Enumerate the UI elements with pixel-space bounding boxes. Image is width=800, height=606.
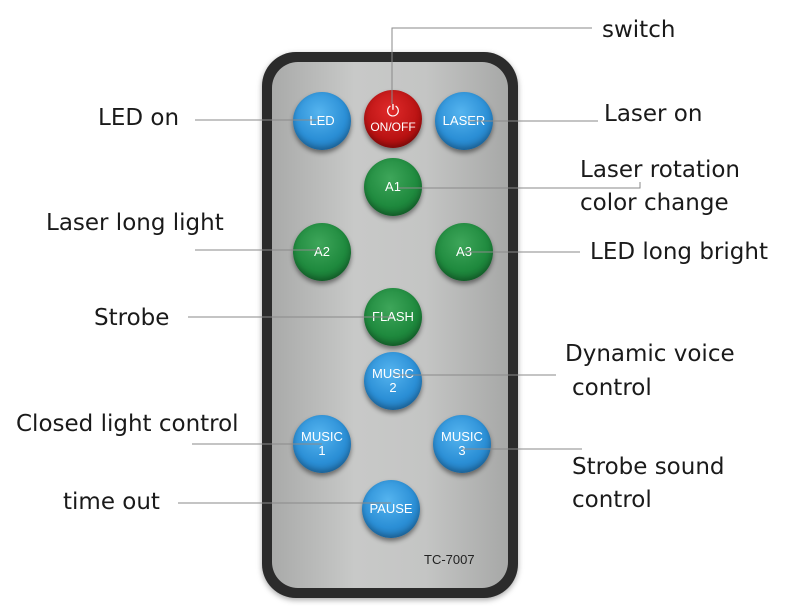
on-off-button[interactable]: ⏻ ON/OFF <box>364 90 422 148</box>
label-closed-light-control: Closed light control <box>16 411 239 437</box>
led-button-label: LED <box>309 113 335 128</box>
label-laser-rotation-line2: color change <box>580 190 729 216</box>
label-time-out: time out <box>63 489 160 515</box>
label-laser-rotation-line1: Laser rotation <box>580 157 741 183</box>
label-laser-long-light: Laser long light <box>46 210 224 236</box>
music-3-button-number: 3 <box>458 443 466 458</box>
music-2-button-number: 2 <box>389 380 397 395</box>
leader-switch <box>391 27 592 104</box>
model-number: TC-7007 <box>424 552 475 567</box>
label-strobe-sound-line1: Strobe sound <box>572 454 725 480</box>
pause-button-label: PAUSE <box>369 501 413 516</box>
led-button[interactable]: LED <box>293 92 351 150</box>
label-strobe: Strobe <box>94 305 170 331</box>
a1-button-label: A1 <box>385 179 401 194</box>
label-led-long-bright: LED long bright <box>590 239 768 265</box>
power-icon: ⏻ <box>386 103 400 120</box>
music-1-button-number: 1 <box>318 443 326 458</box>
laser-button-label: LASER <box>442 113 486 128</box>
a1-button[interactable]: A1 <box>364 158 422 216</box>
label-laser-on: Laser on <box>604 101 703 127</box>
label-strobe-sound-line2: control <box>572 487 652 513</box>
leader-laser-rotation <box>398 182 641 189</box>
on-off-button-label: ON/OFF <box>370 120 416 134</box>
a2-button-label: A2 <box>314 244 330 259</box>
music-2-button[interactable]: MUSIC 2 <box>364 352 422 410</box>
music-1-button-label: MUSIC <box>301 429 343 444</box>
label-switch: switch <box>602 17 676 43</box>
a2-button[interactable]: A2 <box>293 223 351 281</box>
label-led-on: LED on <box>98 105 180 131</box>
label-dynamic-voice-line2: control <box>572 375 652 401</box>
label-dynamic-voice-line1: Dynamic voice <box>565 341 735 367</box>
music-3-button-label: MUSIC <box>441 429 483 444</box>
music-2-button-label: MUSIC <box>372 366 414 381</box>
music-3-button[interactable]: MUSIC 3 <box>433 415 491 473</box>
pause-button[interactable]: PAUSE <box>362 480 420 538</box>
